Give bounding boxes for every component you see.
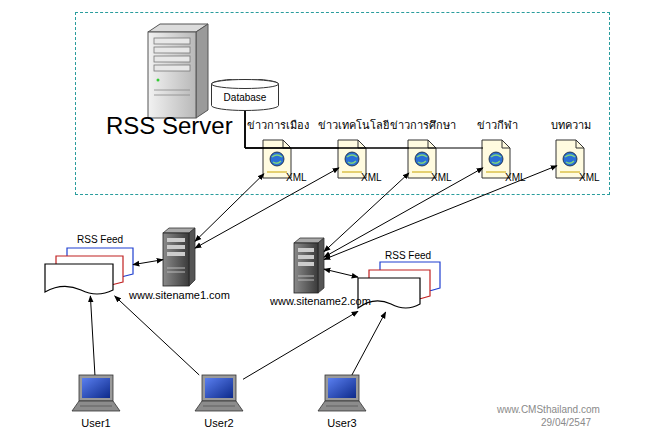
- web-server-icons: [163, 228, 324, 293]
- database-cylinder: Database: [211, 79, 279, 111]
- node-label: ข่าวกีฬา: [457, 120, 537, 132]
- cylinder-body: [212, 79, 279, 110]
- node-label: RSS Feed: [77, 234, 123, 245]
- watermark: 29/04/2547: [541, 417, 591, 428]
- node-label: User3: [312, 417, 372, 429]
- connector: [324, 269, 358, 277]
- connector: [195, 168, 339, 248]
- xml-document: ข่าวกีฬาXML: [483, 141, 511, 179]
- xml-document: ข่าวการเมืองXML: [264, 141, 292, 179]
- web-server: www.sitename1.com: [163, 228, 195, 286]
- node-label: www.sitename1.com: [129, 289, 230, 301]
- cylinder-top: [212, 80, 279, 89]
- connector: [352, 312, 386, 375]
- feed-page-stacks: [45, 248, 440, 308]
- web-server: www.sitename2.com: [294, 238, 324, 293]
- format-label: XML: [505, 172, 526, 183]
- user-laptop: User3: [318, 375, 366, 412]
- watermark: www.CMSthailand.com: [497, 404, 600, 415]
- format-label: XML: [431, 172, 452, 183]
- xml-document: ข่าวเทคโนโลยีXML: [339, 141, 367, 179]
- node-label: ข่าวเทคโนโลยี: [313, 120, 393, 132]
- laptop-icons: [72, 375, 366, 411]
- node-label: ข่าวการเมือง: [238, 120, 318, 132]
- connector: [245, 111, 339, 148]
- node-label: Database: [211, 92, 279, 103]
- connector: [324, 173, 409, 252]
- server-icon: [148, 24, 208, 118]
- rss-server-area: RSS ServerDatabaseข่าวการเมืองXMLข่าวเทค…: [75, 12, 610, 195]
- connector: [245, 111, 264, 148]
- connector: [195, 174, 264, 242]
- node-label: ข่าวการศึกษา: [383, 120, 463, 132]
- connector: [324, 166, 557, 260]
- node-label: RSS Feed: [385, 250, 431, 261]
- connector: [324, 168, 483, 257]
- connector: [90, 296, 95, 375]
- rss-feed-pages: RSS Feed: [45, 248, 133, 296]
- connector: [133, 260, 163, 265]
- xml-document-icons: [263, 140, 584, 178]
- format-label: XML: [579, 172, 600, 183]
- xml-document: บทความXML: [557, 141, 585, 179]
- user-laptop: User2: [195, 375, 243, 412]
- connector: [245, 111, 409, 148]
- node-label: User1: [66, 417, 126, 429]
- format-label: XML: [361, 172, 382, 183]
- node-label: User2: [189, 417, 249, 429]
- format-label: XML: [286, 172, 307, 183]
- connector: [245, 111, 483, 148]
- node-label: www.sitename2.com: [270, 295, 371, 307]
- node-label: บทความ: [531, 120, 611, 132]
- xml-document: ข่าวการศึกษาXML: [409, 141, 437, 179]
- node-label: RSS Server: [106, 113, 233, 139]
- connector: [115, 296, 200, 375]
- connector: [243, 311, 358, 379]
- user-laptop: User1: [72, 375, 120, 412]
